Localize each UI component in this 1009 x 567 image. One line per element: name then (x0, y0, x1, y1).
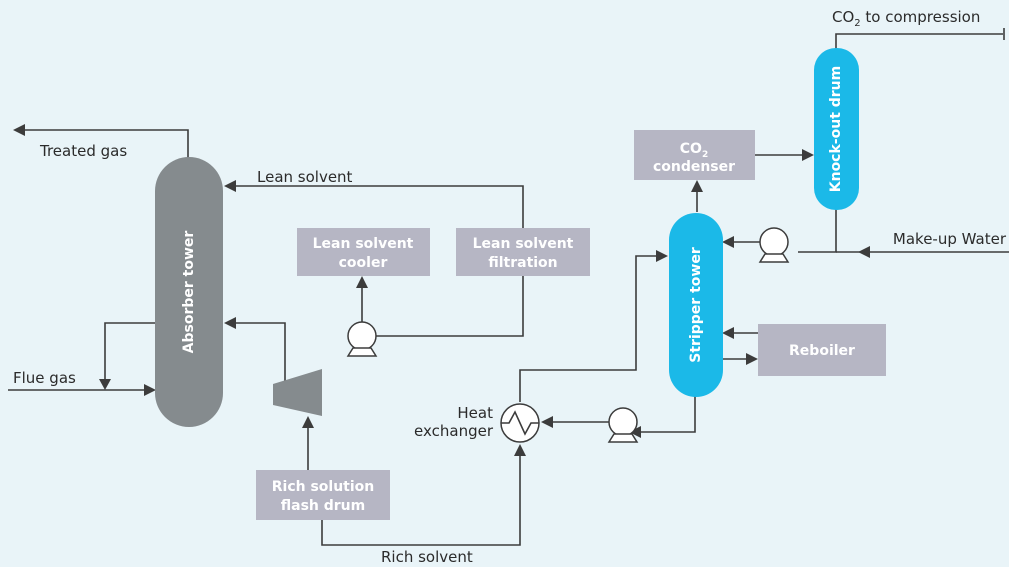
lean-solvent-cooler-line1: Lean solvent (313, 236, 414, 252)
absorber-tower-label: Absorber tower (181, 231, 197, 354)
co2-condenser-line1: CO2 (680, 141, 708, 160)
treated-gas-label: Treated gas (39, 142, 127, 160)
arrow-icon (858, 246, 870, 258)
lean-solvent-cooler: Lean solvent cooler (297, 228, 430, 276)
arrow-icon (629, 426, 641, 438)
co2-condenser: CO2 condenser (634, 130, 755, 180)
stripper-bottom-line (637, 396, 696, 433)
knockout-drum-vessel (814, 48, 859, 210)
flash-drum-line2: flash drum (281, 498, 365, 514)
heat-exchanger-label-line2: exchanger (414, 422, 494, 440)
knockout-drum-label: Knock-out drum (828, 66, 844, 193)
co2-condenser-line2: condenser (653, 159, 735, 175)
arrow-icon (144, 384, 156, 396)
arrow-icon (746, 353, 758, 365)
treated-gas-line (25, 129, 189, 158)
arrow-icon (691, 180, 703, 192)
lean-solvent-filtration-line1: Lean solvent (473, 236, 574, 252)
arrow-icon (13, 124, 25, 136)
pump-icon (346, 321, 378, 357)
flash-drum-line1: Rich solution (272, 479, 375, 495)
pump-icon (758, 227, 790, 263)
co2-condenser-box (634, 130, 755, 180)
arrow-icon (722, 327, 734, 339)
co2-out-line (835, 33, 1003, 50)
arrow-icon (722, 236, 734, 248)
hx-to-stripper-line (519, 255, 660, 402)
compressor-icon (273, 369, 322, 416)
lean-solvent-filtration: Lean solvent filtration (456, 228, 590, 276)
arrow-icon (356, 276, 368, 288)
compressor-to-absorber-line (232, 322, 286, 384)
arrow-icon (541, 416, 553, 428)
stripper-tower-label: Stripper tower (688, 247, 704, 363)
stripper-tower: Stripper tower (669, 213, 723, 397)
arrow-icon (224, 317, 236, 329)
arrow-icon (99, 379, 111, 390)
stripper-tower-vessel (669, 213, 723, 397)
lean-solvent-cooler-box (297, 228, 430, 276)
rich-solvent-label: Rich solvent (381, 548, 473, 566)
arrow-icon (802, 149, 814, 161)
stream-labels: Treated gas Flue gas Lean solvent Rich s… (13, 8, 1007, 566)
makeup-water-label: Make-up Water (893, 230, 1007, 248)
arrowheads (13, 124, 870, 456)
knockout-bottom-line (798, 208, 837, 253)
flue-gas-label: Flue gas (13, 369, 76, 387)
arrow-icon (224, 180, 236, 192)
flow-lines (8, 28, 1009, 546)
filtration-to-pump-line (376, 276, 524, 337)
heat-exchanger-icon (500, 403, 540, 443)
reboiler-box (758, 324, 886, 376)
rich-solvent-line (321, 452, 521, 546)
flash-drum-box (256, 470, 390, 520)
arrow-icon (656, 250, 668, 262)
lean-solvent-label: Lean solvent (257, 168, 353, 186)
arrow-icon (302, 416, 314, 428)
lean-solvent-filtration-line2: filtration (488, 255, 557, 271)
lean-solvent-line (232, 185, 524, 228)
reboiler: Reboiler (758, 324, 886, 376)
absorber-side-loop (104, 322, 155, 383)
lean-solvent-cooler-line2: cooler (339, 255, 388, 271)
co2-to-compression-label: CO2 to compression (832, 8, 980, 29)
lean-solvent-filtration-box (456, 228, 590, 276)
reboiler-label: Reboiler (789, 343, 855, 359)
heat-exchanger-label-line1: Heat (457, 404, 493, 422)
rich-solution-flash-drum: Rich solution flash drum (256, 470, 390, 520)
absorber-tower: Absorber tower (155, 157, 223, 427)
absorber-tower-vessel (155, 157, 223, 427)
pump-icon (607, 407, 639, 443)
arrow-icon (514, 444, 526, 456)
knockout-drum: Knock-out drum (814, 48, 859, 210)
